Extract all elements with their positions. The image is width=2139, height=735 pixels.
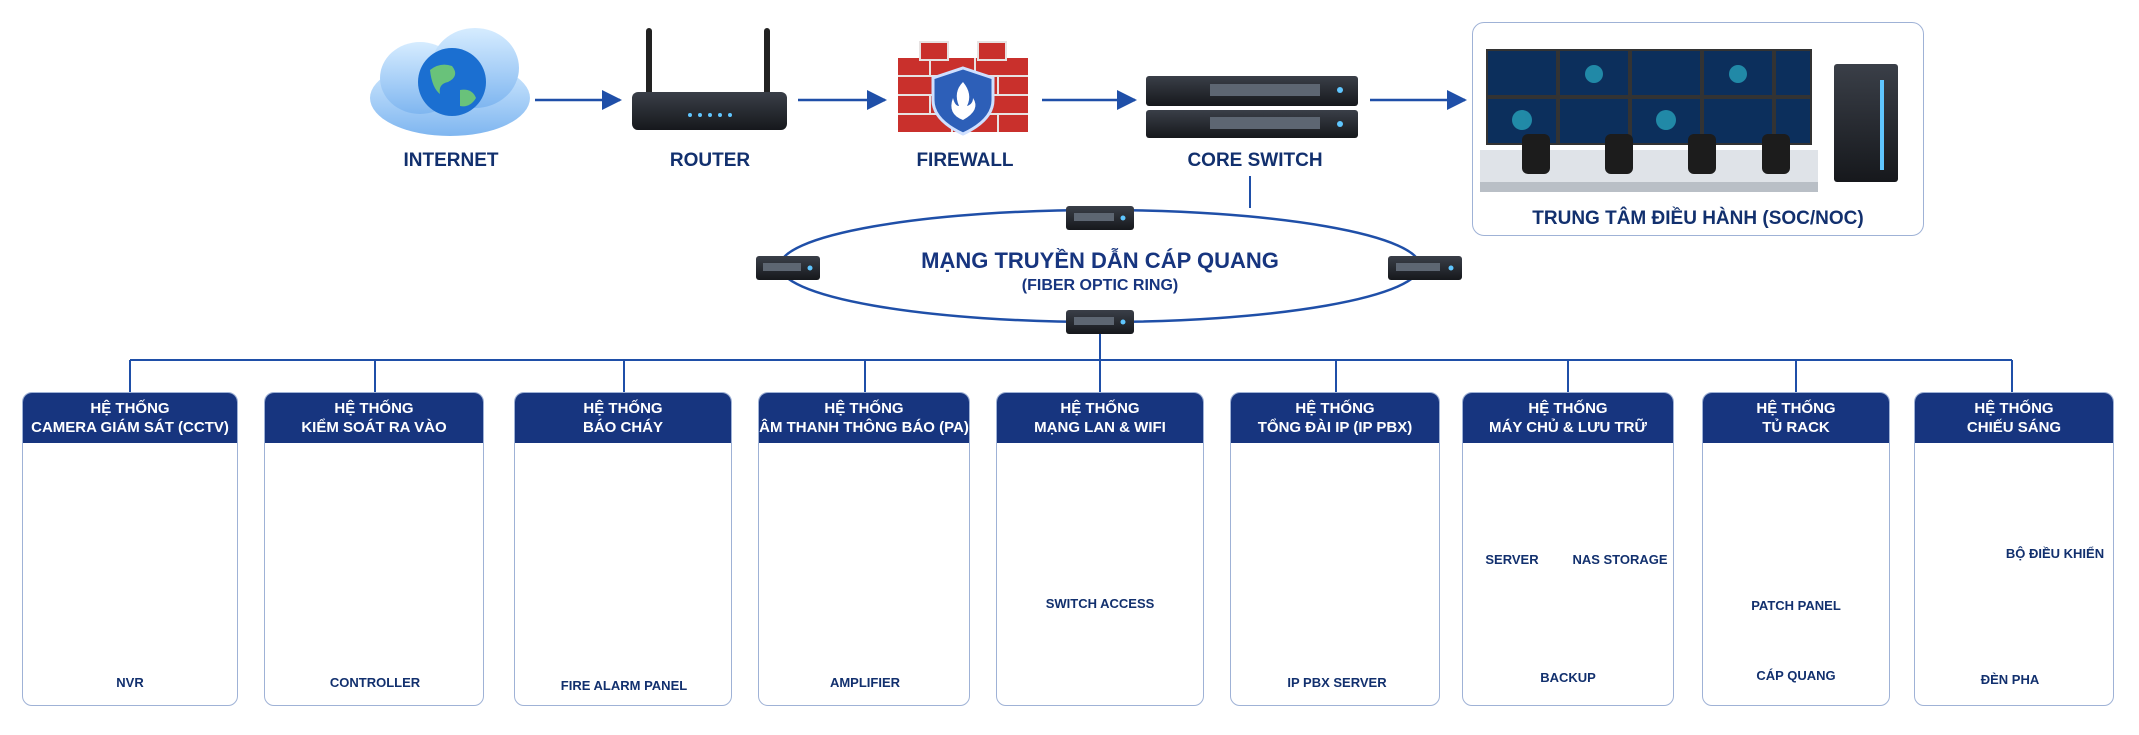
system-header-line2: MẠNG LAN & WIFI <box>1034 419 1166 436</box>
system-header-line1: HỆ THỐNG <box>1060 400 1140 417</box>
system-header-line1: HỆ THỐNG <box>824 400 904 417</box>
ring-subtitle: (FIBER OPTIC RING) <box>1021 277 1179 294</box>
amplifier-label: AMPLIFIER <box>829 675 901 690</box>
system-header: HỆ THỐNG ÂM THANH THÔNG BÁO (PA) <box>759 393 969 443</box>
system-box-access-control: HỆ THỐNG KIỂM SOÁT RA VÀO <box>264 392 484 706</box>
patch-panel-label: PATCH PANEL <box>1751 598 1841 613</box>
bus-drops <box>129 360 2013 392</box>
system-header-line2: KIỂM SOÁT RA VÀO <box>301 419 447 436</box>
system-header: HỆ THỐNG TỦ RACK <box>1703 393 1889 443</box>
ring-switch-left <box>756 256 820 280</box>
system-header-line1: HỆ THỐNG <box>1756 400 1836 417</box>
system-header-line2: MÁY CHỦ & LƯU TRỮ <box>1489 419 1647 436</box>
system-header: HỆ THỐNG MẠNG LAN & WIFI <box>997 393 1203 443</box>
core-switch-label: CORE SWITCH <box>1187 150 1323 171</box>
ring-switch-right <box>1388 256 1462 280</box>
system-header: HỆ THỐNG CAMERA GIÁM SÁT (CCTV) <box>23 393 237 443</box>
system-header-line2: BÁO CHÁY <box>582 419 663 436</box>
system-header-line2: CAMERA GIÁM SÁT (CCTV) <box>31 419 229 436</box>
system-box-fire-alarm: HỆ THỐNG BÁO CHÁY <box>514 392 732 706</box>
system-header: HỆ THỐNG CHIẾU SÁNG <box>1915 393 2113 443</box>
nas-storage-label: NAS STORAGE <box>1572 552 1668 567</box>
fiber-cable-label: CÁP QUANG <box>1756 668 1836 683</box>
system-box-rack: HỆ THỐNG TỦ RACK <box>1702 392 1890 706</box>
system-header-line2: ÂM THANH THÔNG BÁO (PA) <box>759 419 969 436</box>
nvr-label: NVR <box>116 675 144 690</box>
system-box-pa: HỆ THỐNG ÂM THANH THÔNG BÁO (PA) <box>758 392 970 706</box>
soc-videowall-icon <box>1480 49 1898 192</box>
system-header-line2: TỦ RACK <box>1762 419 1830 436</box>
system-header-line1: HỆ THỐNG <box>1528 400 1608 417</box>
system-box-server-storage: HỆ THỐNG MÁY CHỦ & LƯU TRỮ <box>1462 392 1674 706</box>
backup-label: BACKUP <box>1540 670 1596 685</box>
firewall-icon <box>898 41 1028 136</box>
system-header-line2: TỔNG ĐÀI IP (IP PBX) <box>1257 419 1413 436</box>
ring-switch-top <box>1066 206 1134 230</box>
ring-switch-bottom <box>1066 310 1134 334</box>
controller-label: CONTROLLER <box>329 675 421 690</box>
soc-noc-panel <box>1472 22 1924 236</box>
switch-access-label: SWITCH ACCESS <box>1045 596 1155 611</box>
system-header-line2: CHIẾU SÁNG <box>1966 419 2062 436</box>
system-header-line1: HỆ THỐNG <box>1974 400 2054 417</box>
firewall-label: FIREWALL <box>916 150 1014 171</box>
system-header: HỆ THỐNG MÁY CHỦ & LƯU TRỮ <box>1463 393 1673 443</box>
system-box-lan-wifi: HỆ THỐNG MẠNG LAN & WIFI <box>996 392 1204 706</box>
system-box-lighting: HỆ THỐNG CHIẾU SÁNG <box>1914 392 2114 706</box>
internet-label: INTERNET <box>403 150 499 171</box>
system-header: HỆ THỐNG KIỂM SOÁT RA VÀO <box>265 393 483 443</box>
floodlight-label: ĐÈN PHA <box>1980 672 2040 687</box>
ip-pbx-server-label: IP PBX SERVER <box>1287 675 1387 690</box>
system-header-line1: HỆ THỐNG <box>90 400 170 417</box>
router-label: ROUTER <box>669 150 751 171</box>
system-header-line1: HỆ THỐNG <box>583 400 663 417</box>
soc-label: TRUNG TÂM ĐIỀU HÀNH (SOC/NOC) <box>1532 208 1864 229</box>
system-header: HỆ THỐNG TỔNG ĐÀI IP (IP PBX) <box>1231 393 1439 443</box>
system-box-cctv: HỆ THỐNG CAMERA GIÁM SÁT (CCTV) <box>22 392 238 706</box>
ring-title: MẠNG TRUYỀN DẪN CÁP QUANG <box>921 248 1279 273</box>
core-switch-icon <box>1146 76 1358 138</box>
system-box-ip-pbx: HỆ THỐNG TỔNG ĐÀI IP (IP PBX) <box>1230 392 1440 706</box>
cloud-icon <box>370 28 530 136</box>
router-icon <box>632 28 787 130</box>
fire-alarm-panel-label: FIRE ALARM PANEL <box>560 678 688 693</box>
lighting-controller-label: BỘ ĐIỀU KHIỂN <box>2005 546 2105 561</box>
server-label: SERVER <box>1485 552 1539 567</box>
system-header-line1: HỆ THỐNG <box>1295 400 1375 417</box>
system-header-line1: HỆ THỐNG <box>334 400 414 417</box>
system-header: HỆ THỐNG BÁO CHÁY <box>515 393 731 443</box>
